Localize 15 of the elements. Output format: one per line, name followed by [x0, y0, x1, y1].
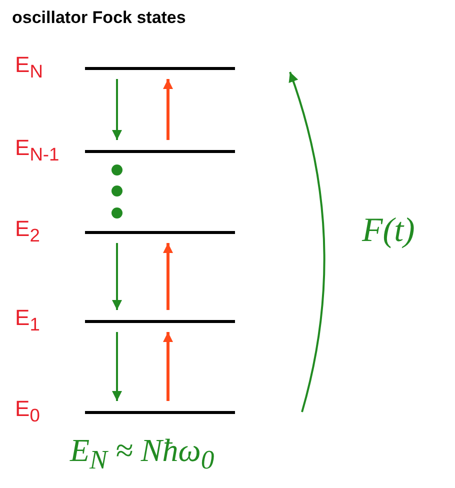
level-label: E$_{1}$: [15, 306, 41, 336]
arrow: [112, 332, 122, 401]
level-label: E$_{N}$: [15, 54, 44, 82]
arrow: [112, 79, 122, 140]
edge-label: F(t): [362, 212, 415, 250]
level-label: E$_{0}$: [15, 398, 41, 426]
formula: E$_{N}$ ≈ Nħω$_{0}$: [70, 432, 214, 476]
arrow: [163, 243, 173, 310]
level-label: E$_{2}$: [15, 218, 41, 246]
arrow: [163, 79, 173, 140]
arrow: [288, 72, 326, 412]
level-label: E$_{N-1}$: [15, 136, 60, 166]
title: oscillator Fock states: [12, 8, 186, 28]
arrow: [163, 332, 173, 401]
arrow: [112, 243, 122, 310]
